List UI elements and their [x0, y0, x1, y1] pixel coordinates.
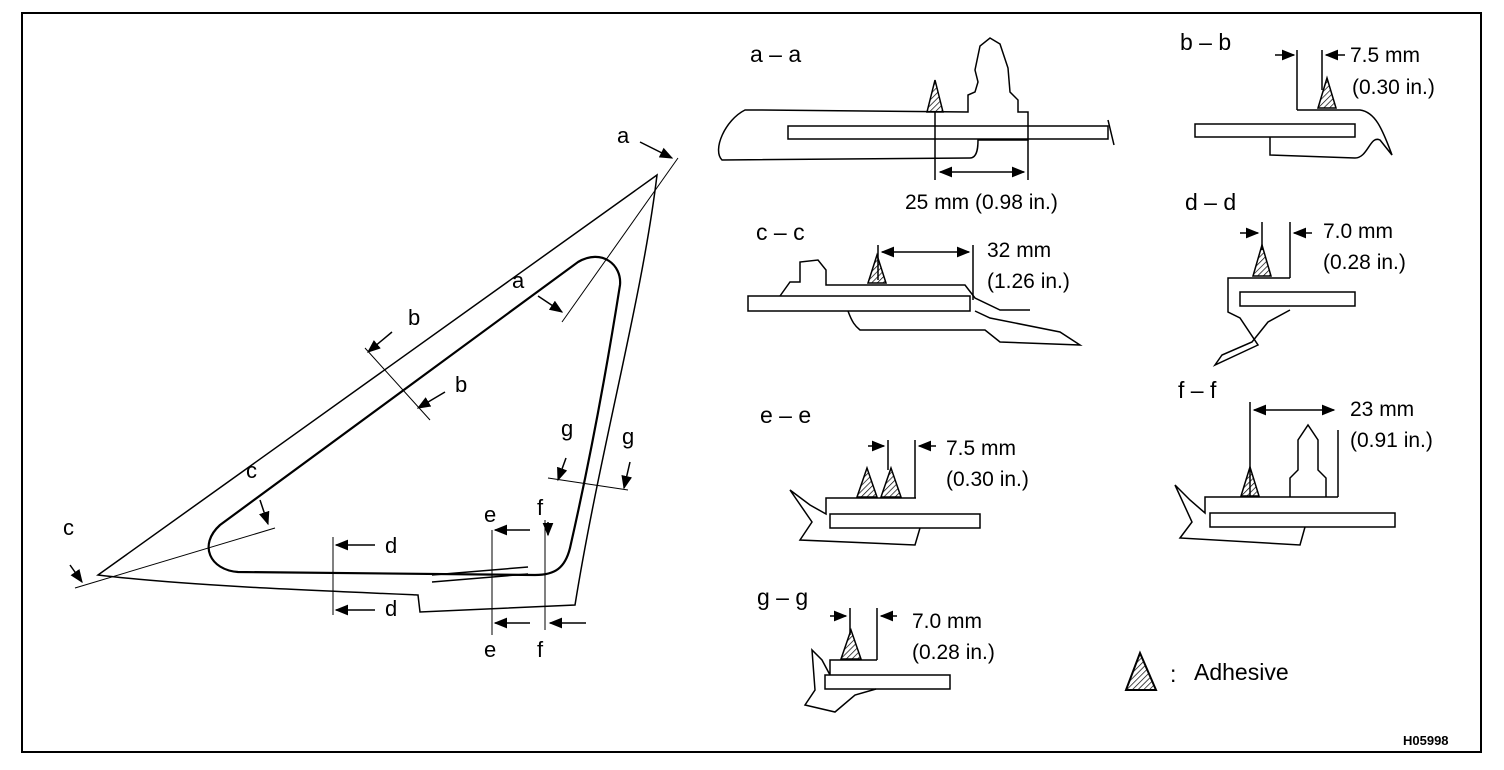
section-cc-dimension-mm: 32 mm — [987, 239, 1051, 262]
label-d-top: d — [385, 533, 397, 558]
section-dd-title: d – d — [1185, 189, 1236, 215]
label-a-inner: a — [512, 268, 525, 293]
label-b-inner: b — [455, 372, 467, 397]
section-ee-title: e – e — [760, 402, 811, 428]
window-glass-outline — [207, 255, 622, 577]
adhesive-symbol-icon — [1124, 650, 1158, 691]
label-f-top: f — [537, 495, 544, 520]
figure-code: H05998 — [1403, 733, 1449, 748]
section-aa: a – a 25 mm (0.98 in.) — [717, 37, 1115, 214]
section-bb-dimension-mm: 7.5 mm — [1350, 44, 1420, 67]
section-cc-title: c – c — [756, 219, 805, 245]
section-bb-title: b – b — [1180, 29, 1231, 55]
section-gg-title: g – g — [757, 584, 808, 610]
section-gg: g – g 7.0 mm (0.28 in.) — [757, 584, 995, 713]
figure-border — [21, 12, 1482, 753]
window-overview — [74, 157, 679, 635]
section-cc: c – c 32 mm (1.26 in.) — [747, 219, 1083, 346]
section-gg-dimension-in: (0.28 in.) — [912, 641, 995, 664]
adhesive-bead-bb — [1316, 75, 1338, 109]
section-ee: e – e 7.5 mm (0.30 in.) — [760, 402, 1029, 546]
section-line-c — [74, 527, 276, 589]
section-aa-title: a – a — [750, 41, 801, 67]
section-ee-dimension-mm: 7.5 mm — [946, 437, 1016, 460]
label-e-top: e — [484, 502, 496, 527]
adhesive-bead-gg — [839, 627, 863, 660]
molding-inner-line — [431, 566, 529, 576]
section-ff-title: f – f — [1178, 377, 1217, 403]
label-g-left: g — [561, 416, 573, 441]
section-line-b — [364, 347, 431, 421]
label-c-outer: c — [63, 515, 74, 540]
section-ff-dimension-in: (0.91 in.) — [1350, 429, 1433, 452]
section-ff: f – f 23 mm (0.91 in.) — [1174, 377, 1433, 546]
label-c-inner: c — [246, 458, 257, 483]
adhesive-bead-ee-1 — [855, 465, 879, 498]
section-ff-dimension-mm: 23 mm — [1350, 398, 1414, 421]
adhesive-bead-cc — [866, 252, 888, 284]
overview-labels: a a b b c c d d e e f f g g — [63, 123, 634, 662]
label-f-bottom: f — [537, 637, 544, 662]
section-cc-dimension-in: (1.26 in.) — [987, 270, 1070, 293]
window-outer-outline — [95, 173, 658, 613]
label-b-outer: b — [408, 305, 420, 330]
section-aa-dimension: 25 mm (0.98 in.) — [905, 191, 1058, 214]
molding-inner-line-2 — [431, 573, 529, 583]
section-gg-dimension-mm: 7.0 mm — [912, 610, 982, 633]
section-line-a — [561, 157, 679, 323]
label-g-right: g — [622, 424, 634, 449]
section-bb: b – b 7.5 mm (0.30 in.) — [1180, 29, 1435, 159]
section-line-g — [547, 477, 629, 491]
legend-adhesive-label: Adhesive — [1194, 659, 1289, 685]
section-ee-dimension-in: (0.30 in.) — [946, 468, 1029, 491]
section-bb-dimension-in: (0.30 in.) — [1352, 76, 1435, 99]
legend-separator: : — [1170, 661, 1176, 687]
section-dd: d – d 7.0 mm (0.28 in.) — [1185, 189, 1406, 367]
overview-arrows — [69, 141, 674, 629]
adhesive-bead-aa — [926, 79, 944, 113]
adhesive-bead-dd — [1252, 242, 1272, 277]
label-e-bottom: e — [484, 637, 496, 662]
label-d-bottom: d — [385, 596, 397, 621]
adhesive-legend: : Adhesive — [1124, 650, 1289, 691]
section-dd-dimension-in: (0.28 in.) — [1323, 251, 1406, 274]
section-dd-dimension-mm: 7.0 mm — [1323, 220, 1393, 243]
adhesive-bead-ff — [1239, 464, 1261, 497]
label-a-top: a — [617, 123, 630, 148]
adhesive-bead-ee-2 — [879, 465, 903, 498]
